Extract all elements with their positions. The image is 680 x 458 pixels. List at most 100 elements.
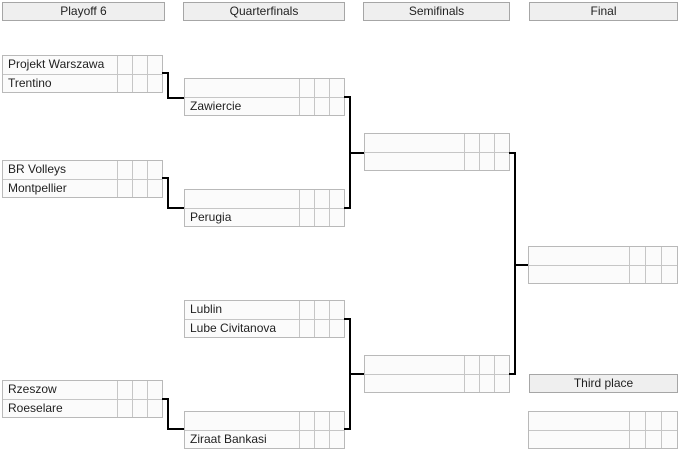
score-cell [645, 247, 661, 265]
score-cell [329, 412, 344, 430]
connector-po3-qf4 [167, 428, 184, 430]
score-cell [299, 431, 314, 448]
team-name [185, 190, 299, 208]
score-cell [147, 161, 162, 179]
team-row: Montpellier [3, 179, 162, 197]
score-cell [661, 431, 677, 448]
score-cell [329, 209, 344, 226]
score-cell [494, 153, 509, 170]
score-cell [314, 190, 329, 208]
score-cell [661, 266, 677, 283]
team-name: Ziraat Bankasi [185, 431, 299, 448]
team-row [529, 430, 677, 448]
score-cell [479, 375, 494, 392]
score-cell [479, 134, 494, 152]
connector-po3-qf4 [167, 398, 169, 430]
score-cell [329, 190, 344, 208]
team-row: BR Volleys [3, 161, 162, 179]
team-row: Perugia [185, 208, 344, 226]
score-cell [132, 161, 147, 179]
connector-qf1-sf1 [344, 96, 351, 98]
match-playoff-2: BR Volleys Montpellier [2, 160, 163, 198]
score-cell [494, 356, 509, 374]
score-cell [117, 400, 132, 417]
round-header-playoff: Playoff 6 [2, 2, 165, 21]
team-name [185, 79, 299, 97]
connector-po1-qf1 [167, 97, 184, 99]
connector-sf-final [514, 264, 528, 266]
score-cell [314, 412, 329, 430]
score-cell [132, 56, 147, 74]
score-cell [314, 320, 329, 337]
team-name: Montpellier [3, 180, 117, 197]
score-cell [464, 356, 479, 374]
score-cell [314, 431, 329, 448]
connector-po2-qf2 [167, 207, 184, 209]
team-name [529, 431, 629, 448]
team-name [529, 247, 629, 265]
round-header-semifinals: Semifinals [363, 2, 510, 21]
team-name: Perugia [185, 209, 299, 226]
team-name: Lube Civitanova [185, 320, 299, 337]
connector-qf3-sf2 [344, 318, 351, 320]
score-cell [629, 431, 645, 448]
connector-qf2-sf1 [344, 207, 351, 209]
team-row: Ziraat Bankasi [185, 430, 344, 448]
score-cell [645, 266, 661, 283]
round-header-final: Final [529, 2, 678, 21]
score-cell [629, 247, 645, 265]
team-row: Trentino [3, 74, 162, 92]
score-cell [329, 320, 344, 337]
team-name: Trentino [3, 75, 117, 92]
connector-po1-qf1 [162, 72, 169, 74]
score-cell [661, 412, 677, 430]
score-cell [299, 209, 314, 226]
score-cell [329, 431, 344, 448]
team-row [365, 374, 509, 392]
team-row [365, 134, 509, 152]
score-cell [117, 180, 132, 197]
team-name: Zawiercie [185, 98, 299, 115]
score-cell [479, 356, 494, 374]
match-third-place [528, 411, 678, 449]
third-place-header: Third place [529, 374, 678, 393]
score-cell [147, 56, 162, 74]
score-cell [329, 79, 344, 97]
connector-qf4-sf2 [344, 428, 351, 430]
score-cell [117, 161, 132, 179]
connector-po3-qf4 [162, 398, 169, 400]
score-cell [314, 98, 329, 115]
connector-po2-qf2 [162, 177, 169, 179]
match-semifinal-1 [364, 133, 510, 171]
match-quarterfinal-1: Zawiercie [184, 78, 345, 116]
connector-po2-qf2 [167, 177, 169, 209]
score-cell [299, 320, 314, 337]
match-semifinal-2 [364, 355, 510, 393]
score-cell [299, 412, 314, 430]
score-cell [329, 301, 344, 319]
team-row: Zawiercie [185, 97, 344, 115]
round-header-quarterfinals: Quarterfinals [183, 2, 345, 21]
score-cell [299, 301, 314, 319]
match-final [528, 246, 678, 284]
team-row [529, 247, 677, 265]
score-cell [132, 400, 147, 417]
match-quarterfinal-3: Lublin Lube Civitanova [184, 300, 345, 338]
team-row: Projekt Warszawa [3, 56, 162, 74]
connector-po1-qf1 [167, 72, 169, 99]
score-cell [117, 75, 132, 92]
team-name [365, 356, 464, 374]
team-row [365, 356, 509, 374]
score-cell [147, 180, 162, 197]
match-playoff-3: Rzeszow Roeselare [2, 380, 163, 418]
team-row: Roeselare [3, 399, 162, 417]
connector-qf-sf2 [349, 373, 364, 375]
score-cell [464, 153, 479, 170]
team-name: Lublin [185, 301, 299, 319]
score-cell [629, 412, 645, 430]
team-name: Roeselare [3, 400, 117, 417]
team-name: Rzeszow [3, 381, 117, 399]
team-name [365, 375, 464, 392]
score-cell [464, 375, 479, 392]
